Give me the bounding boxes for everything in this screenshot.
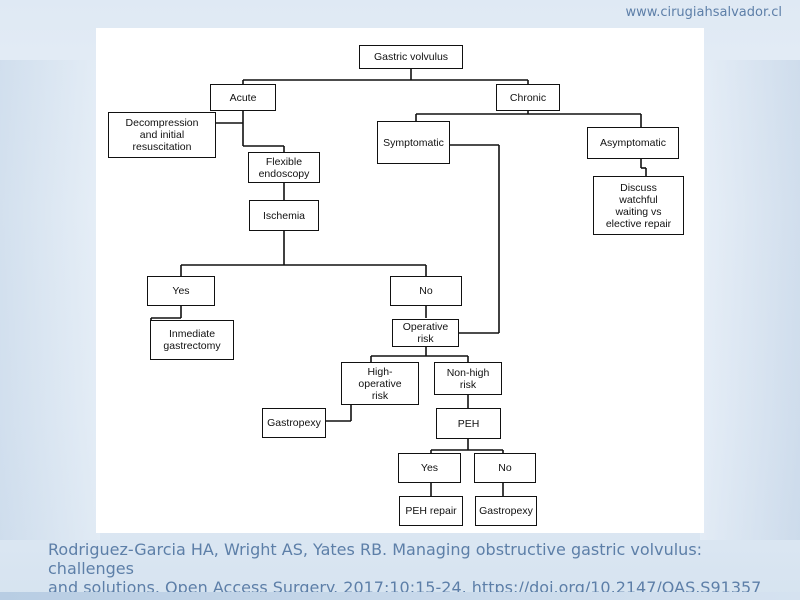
node-ischemia: Ischemia: [249, 200, 319, 231]
citation-line-1: Rodriguez-Garcia HA, Wright AS, Yates RB…: [48, 540, 703, 578]
website-url[interactable]: www.cirugiahsalvador.cl: [625, 5, 782, 20]
node-decompression: Decompression and initial resuscitation: [108, 112, 216, 158]
node-asymptomatic: Asymptomatic: [587, 127, 679, 159]
node-operative-risk: Operative risk: [392, 319, 459, 347]
connector-lines: [150, 68, 647, 496]
node-high-operative-risk: High- operative risk: [341, 362, 419, 405]
background-decoration-left: [0, 60, 100, 540]
node-inmediate-gastrectomy: Inmediate gastrectomy: [150, 320, 234, 360]
node-symptomatic: Symptomatic: [377, 121, 450, 164]
node-gastropexy-high-risk: Gastropexy: [262, 408, 326, 438]
node-gastropexy-peh: Gastropexy: [475, 496, 537, 526]
node-non-high-risk: Non-high risk: [434, 362, 502, 395]
node-gastric-volvulus: Gastric volvulus: [359, 45, 463, 69]
node-peh-no: No: [474, 453, 536, 483]
node-acute: Acute: [210, 84, 276, 111]
node-chronic: Chronic: [496, 84, 560, 111]
node-peh-yes: Yes: [398, 453, 461, 483]
node-peh-repair: PEH repair: [399, 496, 463, 526]
node-ischemia-no: No: [390, 276, 462, 306]
node-peh: PEH: [436, 408, 501, 439]
flowchart-panel: Gastric volvulus Acute Chronic Decompres…: [96, 28, 704, 533]
footer-bar: [0, 592, 800, 600]
background-decoration-right: [700, 60, 800, 540]
node-discuss-watchful-waiting: Discuss watchful waiting vs elective rep…: [593, 176, 684, 235]
node-flexible-endoscopy: Flexible endoscopy: [248, 152, 320, 183]
node-ischemia-yes: Yes: [147, 276, 215, 306]
citation: Rodriguez-Garcia HA, Wright AS, Yates RB…: [48, 540, 768, 597]
